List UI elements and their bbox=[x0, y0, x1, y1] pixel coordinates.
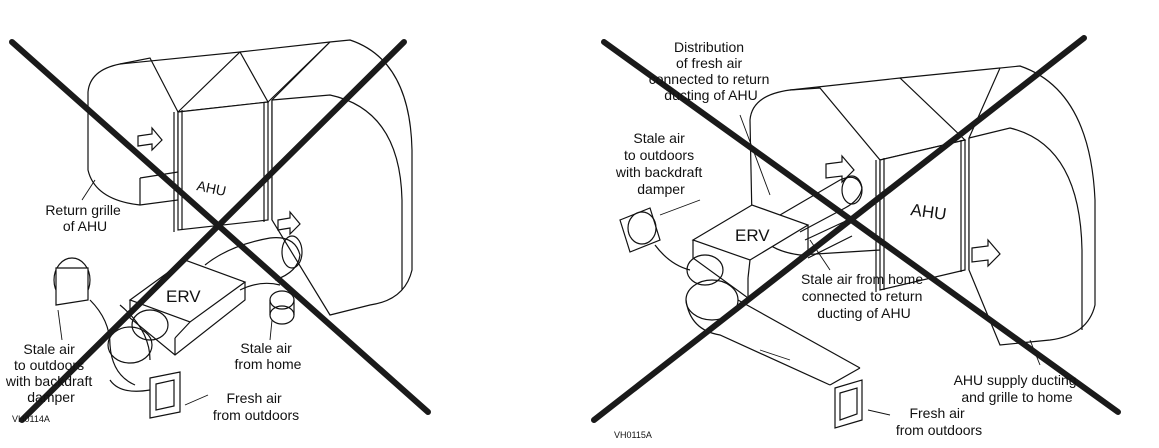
left-fresh-air-label: Fresh air from outdoors bbox=[213, 390, 299, 423]
right-stale-to-outdoors-label: Stale air to outdoors with backdraft dam… bbox=[615, 130, 706, 197]
left-supply-plenum bbox=[271, 39, 413, 316]
left-figure-code: VH0114A bbox=[12, 414, 50, 424]
left-airflow-arrow-1 bbox=[137, 126, 163, 152]
right-flex-ducts bbox=[654, 244, 861, 386]
right-ducts bbox=[779, 175, 863, 259]
right-fresh-hood bbox=[834, 379, 863, 429]
left-cross-out bbox=[9, 39, 431, 423]
left-stale-from-home-label: Stale air from home bbox=[235, 340, 302, 372]
left-return-grille-label: Return grille of AHU bbox=[45, 202, 124, 234]
left-ducts bbox=[204, 235, 303, 325]
left-airflow-arrow-2 bbox=[277, 210, 301, 236]
left-stale-to-outdoors-label: Stale air to outdoors with backdraft dam… bbox=[5, 341, 96, 405]
right-airflow-arrow-2 bbox=[971, 238, 1001, 268]
left-ahu-label: AHU bbox=[195, 177, 227, 199]
right-leader-lines bbox=[659, 114, 1041, 416]
left-leader-lines bbox=[57, 179, 273, 406]
left-diagram bbox=[53, 39, 413, 419]
left-erv-label: ERV bbox=[166, 287, 201, 306]
right-figure-code: VH0115A bbox=[614, 430, 652, 440]
right-ahu-supply-label: AHU supply ducting and grille to home bbox=[954, 372, 1081, 405]
right-stale-from-home-label: Stale air from home connected to return … bbox=[801, 271, 927, 321]
right-erv-label: ERV bbox=[735, 226, 770, 245]
right-cross-out bbox=[591, 35, 1121, 423]
right-fresh-air-label: Fresh air from outdoors bbox=[896, 405, 982, 438]
right-stale-hood bbox=[619, 207, 661, 253]
right-supply-plenum bbox=[968, 65, 1096, 346]
left-outdoor-ducts bbox=[53, 257, 181, 419]
right-ahu-label: AHU bbox=[909, 200, 947, 224]
right-airflow-arrow-1 bbox=[825, 154, 855, 184]
right-distribution-label: Distribution of fresh air connected to r… bbox=[649, 39, 774, 103]
right-diagram bbox=[619, 65, 1096, 429]
